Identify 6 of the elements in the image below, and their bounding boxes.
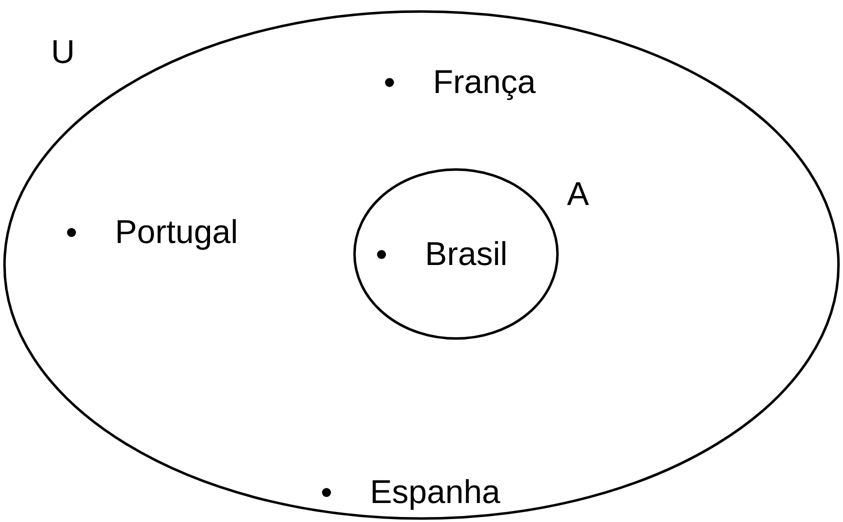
set-label: A — [567, 174, 590, 214]
set-label: U — [51, 32, 75, 72]
element-label: Brasil — [425, 234, 508, 274]
element-label: Espanha — [370, 472, 500, 512]
element-label: Portugal — [115, 212, 238, 252]
element-label: França — [433, 62, 536, 102]
